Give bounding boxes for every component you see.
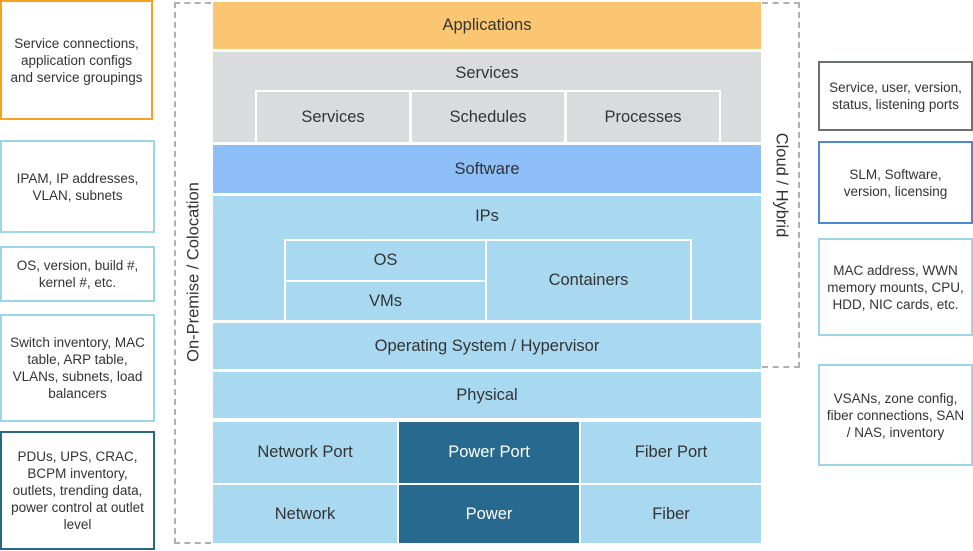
physical-layer: Physical: [213, 372, 761, 418]
service-user-note: Service, user, version, status, listenin…: [818, 61, 973, 131]
vms-box: VMs: [284, 280, 487, 320]
os-hypervisor-layer: Operating System / Hypervisor: [213, 323, 761, 369]
services-sub-box: Services: [255, 90, 411, 142]
cloud-hybrid-boundary: [762, 2, 800, 368]
services-title: Services: [455, 63, 519, 82]
ipam-note: IPAM, IP addresses, VLAN, subnets: [0, 140, 155, 233]
on-premise-boundary: [174, 2, 211, 544]
mac-address-note: MAC address, WWN memory mounts, CPU, HDD…: [818, 238, 973, 336]
power-cell: Power: [399, 485, 579, 543]
network-port-cell: Network Port: [213, 422, 397, 483]
processes-sub-box: Processes: [565, 90, 721, 142]
services-note: Service connections, application configs…: [0, 0, 153, 120]
slm-note: SLM, Software, version, licensing: [818, 141, 973, 224]
ips-title: IPs: [475, 206, 499, 225]
fiber-cell: Fiber: [581, 485, 761, 543]
pdu-note: PDUs, UPS, CRAC, BCPM inventory, outlets…: [0, 431, 155, 550]
vsan-note: VSANs, zone config, fiber connections, S…: [818, 364, 973, 466]
network-cell: Network: [213, 485, 397, 543]
software-layer: Software: [213, 145, 761, 193]
switch-note: Switch inventory, MAC table, ARP table, …: [0, 314, 155, 422]
on-premise-label: On-Premise / Colocation: [184, 182, 203, 362]
fiber-port-cell: Fiber Port: [581, 422, 761, 483]
os-box: OS: [284, 239, 487, 282]
schedules-sub-box: Schedules: [410, 90, 566, 142]
cloud-hybrid-label: Cloud / Hybrid: [772, 132, 791, 238]
ips-layer: IPs: [213, 196, 761, 320]
services-layer: Services: [213, 52, 761, 142]
containers-box: Containers: [485, 239, 692, 320]
os-note: OS, version, build #, kernel #, etc.: [0, 246, 155, 302]
power-port-cell: Power Port: [399, 422, 579, 483]
applications-layer: Applications: [213, 2, 761, 49]
